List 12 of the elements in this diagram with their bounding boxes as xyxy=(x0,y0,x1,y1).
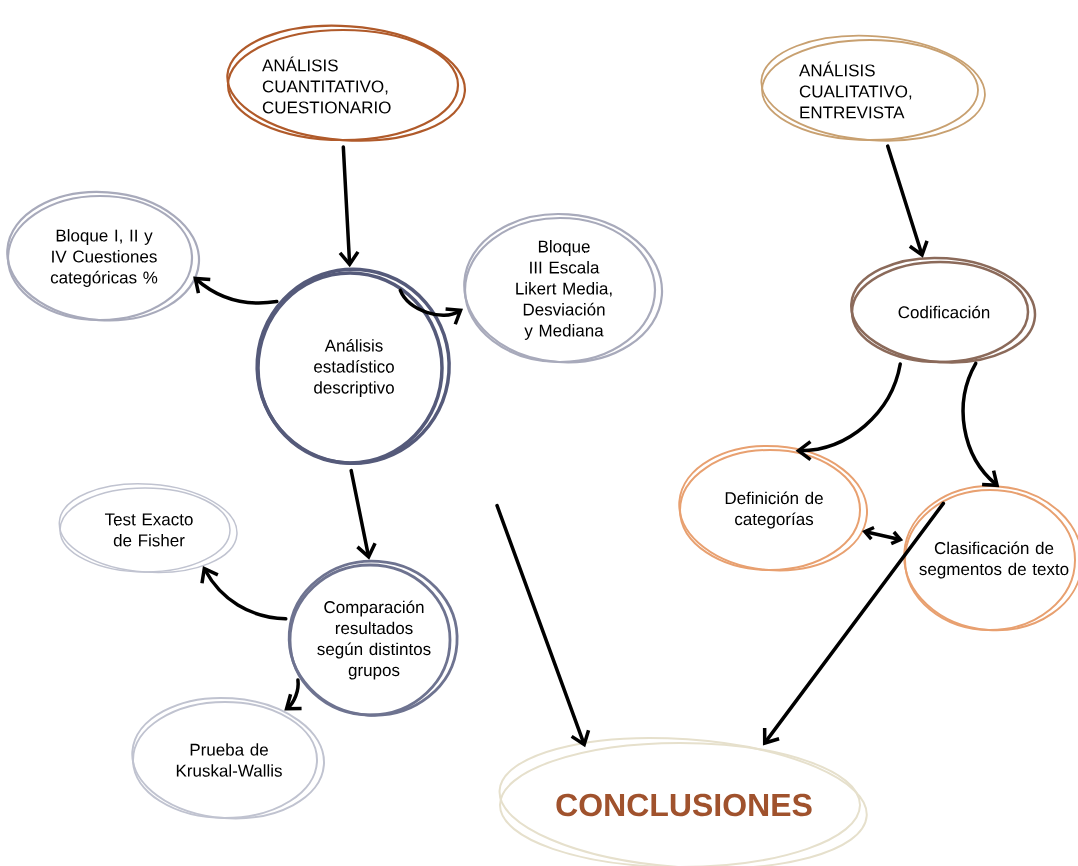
arrow xyxy=(961,361,1000,488)
arrow xyxy=(338,145,360,268)
arrow xyxy=(885,144,929,258)
arrow xyxy=(200,565,288,621)
arrow xyxy=(398,288,463,325)
arrow xyxy=(795,362,902,462)
arrow xyxy=(495,503,591,748)
arrow xyxy=(193,276,279,305)
arrow xyxy=(349,468,377,560)
arrow xyxy=(862,525,904,546)
arrow xyxy=(762,501,946,746)
arrow xyxy=(284,678,302,711)
